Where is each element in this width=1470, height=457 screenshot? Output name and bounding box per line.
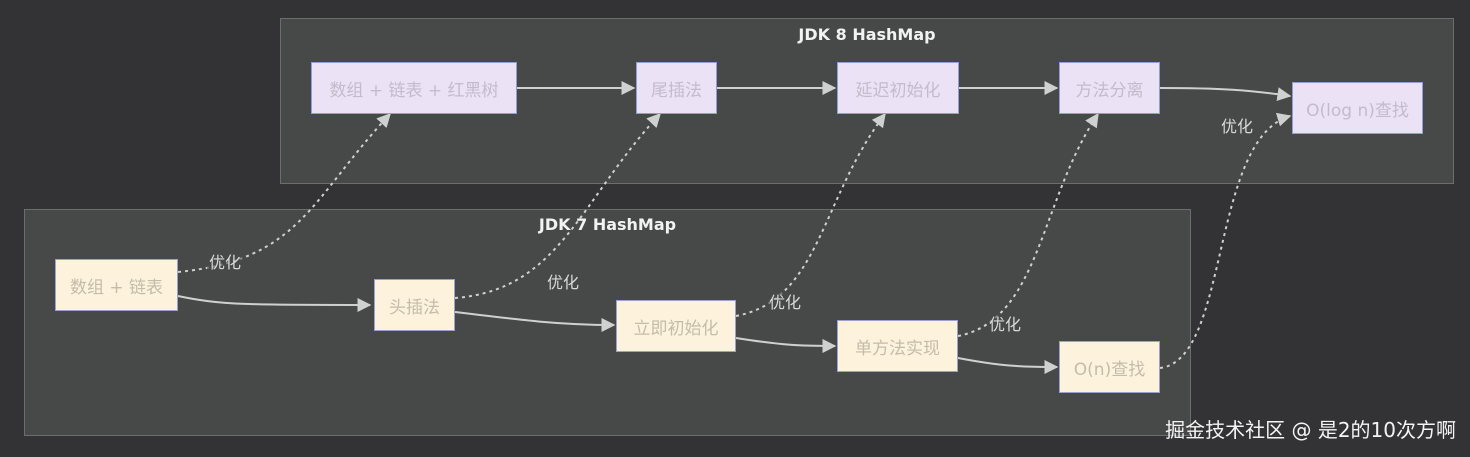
edge-label-opt-2: 优化: [545, 273, 582, 293]
jdk8-node-5: O(log n)查找: [1292, 82, 1423, 134]
jdk8-node-3: 延迟初始化: [837, 62, 959, 114]
edge-opt-4: [957, 112, 1099, 337]
jdk7-node-4: 单方法实现: [837, 320, 958, 372]
jdk7-node-1: 数组 + 链表: [55, 259, 178, 311]
jdk8-cluster-title: JDK 8 HashMap: [798, 25, 936, 44]
edge-jdk7-3: [735, 337, 837, 353]
jdk8-node-1: 数组 + 链表 + 红黑树: [311, 62, 517, 114]
edge-jdk7-4: [957, 357, 1059, 374]
edge-opt-5: [1159, 112, 1292, 369]
edge-label-opt-3: 优化: [767, 293, 804, 313]
edge-jdk7-2: [454, 311, 616, 332]
edge-jdk7-1: [177, 295, 372, 312]
jdk7-cluster-title: JDK 7 HashMap: [538, 215, 677, 234]
jdk7-node-5: O(n)查找: [1059, 341, 1160, 393]
jdk7-node-2: 头插法: [374, 279, 455, 331]
jdk8-node-4: 方法分离: [1059, 62, 1160, 114]
edge-label-opt-1: 优化: [207, 253, 244, 273]
edge-label-opt-4: 优化: [987, 315, 1024, 335]
jdk7-node-3: 立即初始化: [616, 300, 736, 352]
edge-opt-1: [177, 112, 391, 273]
watermark: 掘金技术社区 @ 是2的10次方啊: [1165, 418, 1456, 442]
edge-jdk8-4: [1159, 87, 1292, 102]
jdk8-node-2: 尾插法: [636, 62, 717, 114]
edge-opt-2: [454, 112, 661, 299]
edge-label-opt-5: 优化: [1219, 117, 1256, 137]
edge-opt-3: [735, 112, 886, 317]
